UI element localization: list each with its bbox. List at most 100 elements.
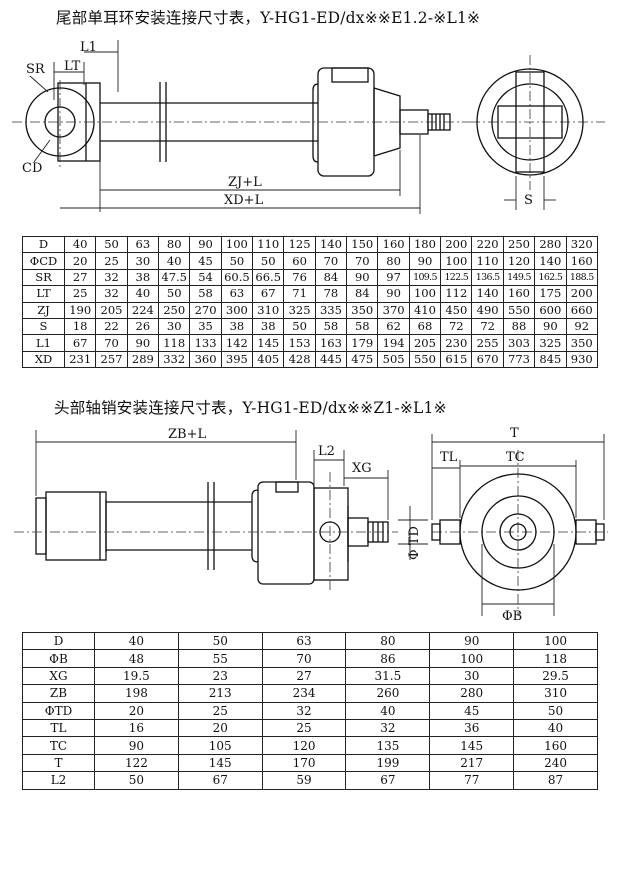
table-cell: 325 xyxy=(534,334,567,352)
row-header: TL xyxy=(22,718,95,738)
table-cell: 40 xyxy=(345,701,431,720)
table-cell: 50 xyxy=(95,235,128,254)
table-cell: 20 xyxy=(177,718,263,738)
table-cell: 213 xyxy=(177,684,263,703)
table-cell: 224 xyxy=(126,301,160,319)
table-cell: 50 xyxy=(513,701,598,720)
table-cell: 550 xyxy=(408,350,442,369)
table-cell: 86 xyxy=(345,649,431,668)
table-cell: 190 xyxy=(63,301,97,319)
table-cell: 25 xyxy=(63,285,97,303)
table-cell: 70 xyxy=(261,649,347,668)
table-cell: 80 xyxy=(158,235,191,254)
table-cell: 84 xyxy=(346,285,379,303)
table-cell: 142 xyxy=(220,334,254,352)
table-cell: 289 xyxy=(126,350,160,369)
table-cell: 90 xyxy=(94,736,179,755)
table-cell: 118 xyxy=(158,334,191,352)
table-cell: 118 xyxy=(513,649,598,668)
b-label: ΦB xyxy=(502,609,522,624)
table-cell: 67 xyxy=(345,771,431,790)
table-cell: 68 xyxy=(408,317,442,336)
l1-label: L1 xyxy=(80,40,97,55)
table-cell: 27 xyxy=(63,268,97,287)
table-cell: 335 xyxy=(314,301,348,319)
table-cell: 122.5 xyxy=(440,268,473,287)
table-cell: 18 xyxy=(63,317,97,336)
table-cell: 40 xyxy=(513,718,598,738)
table-cell: 125 xyxy=(283,235,316,254)
table-cell: 180 xyxy=(408,235,442,254)
table-cell: 30 xyxy=(158,317,191,336)
table-cell: 32 xyxy=(95,285,128,303)
table-cell: 163 xyxy=(314,334,348,352)
table-cell: 62 xyxy=(377,317,410,336)
table-cell: 67 xyxy=(63,334,97,352)
table-cell: 50 xyxy=(283,317,316,336)
table-cell: 260 xyxy=(345,684,431,703)
section1-title: 尾部单耳环安装连接尺寸表，Y-HG1-ED/dx※※E1.2-※L1※ xyxy=(56,9,481,27)
table-cell: 179 xyxy=(346,334,379,352)
table-cell: 140 xyxy=(534,252,567,270)
table-cell: 109.5 xyxy=(408,268,442,287)
table-cell: 40 xyxy=(126,285,160,303)
sr-label: SR xyxy=(26,62,46,77)
table-cell: 30 xyxy=(126,252,160,270)
row-header: S xyxy=(22,317,65,336)
table-cell: 350 xyxy=(565,334,598,352)
table-cell: 19.5 xyxy=(94,666,179,686)
table-cell: 370 xyxy=(377,301,410,319)
table-cell: 135 xyxy=(345,736,431,755)
row-header: ΦCD xyxy=(22,252,65,270)
table-cell: 217 xyxy=(429,753,515,773)
table-cell: 45 xyxy=(189,252,222,270)
table-cell: 845 xyxy=(534,350,567,369)
table-cell: 395 xyxy=(220,350,254,369)
xd-label: XD+L xyxy=(224,193,264,208)
table-cell: 310 xyxy=(252,301,285,319)
table-cell: 445 xyxy=(314,350,348,369)
table-cell: 150 xyxy=(346,235,379,254)
table-cell: 16 xyxy=(94,718,179,738)
table-cell: 67 xyxy=(177,771,263,790)
table-cell: 360 xyxy=(189,350,222,369)
table-cell: 80 xyxy=(345,631,431,651)
table-cell: 112 xyxy=(440,285,473,303)
table-cell: 78 xyxy=(314,285,348,303)
table-cell: 90 xyxy=(429,631,515,651)
table-cell: 38 xyxy=(126,268,160,287)
head-end-view xyxy=(431,473,605,591)
table-cell: 600 xyxy=(534,301,567,319)
row-header: ΦB xyxy=(22,649,95,668)
table-cell: 72 xyxy=(440,317,473,336)
table-cell: 70 xyxy=(95,334,128,352)
table-cell: 325 xyxy=(283,301,316,319)
table-cell: 32 xyxy=(95,268,128,287)
table-cell: 303 xyxy=(502,334,536,352)
head-trunnion-mount-drawing: ZB+L L2 XG T TL TC ΦB Φ TD xyxy=(14,426,608,624)
table-cell: 97 xyxy=(377,268,410,287)
row-header: D xyxy=(22,631,95,651)
table-cell: 205 xyxy=(408,334,442,352)
table-cell: 84 xyxy=(314,268,348,287)
row-header: TC xyxy=(22,736,95,755)
row-header: ΦTD xyxy=(22,701,95,720)
table-cell: 310 xyxy=(513,684,598,703)
table-cell: 60 xyxy=(283,252,316,270)
table-cell: 198 xyxy=(94,684,179,703)
table-cell: 63 xyxy=(220,285,254,303)
table-cell: 773 xyxy=(502,350,536,369)
lt-label: LT xyxy=(64,59,81,74)
table-cell: 72 xyxy=(471,317,504,336)
table-cell: 71 xyxy=(283,285,316,303)
table-cell: 63 xyxy=(261,631,347,651)
table-cell: 280 xyxy=(429,684,515,703)
